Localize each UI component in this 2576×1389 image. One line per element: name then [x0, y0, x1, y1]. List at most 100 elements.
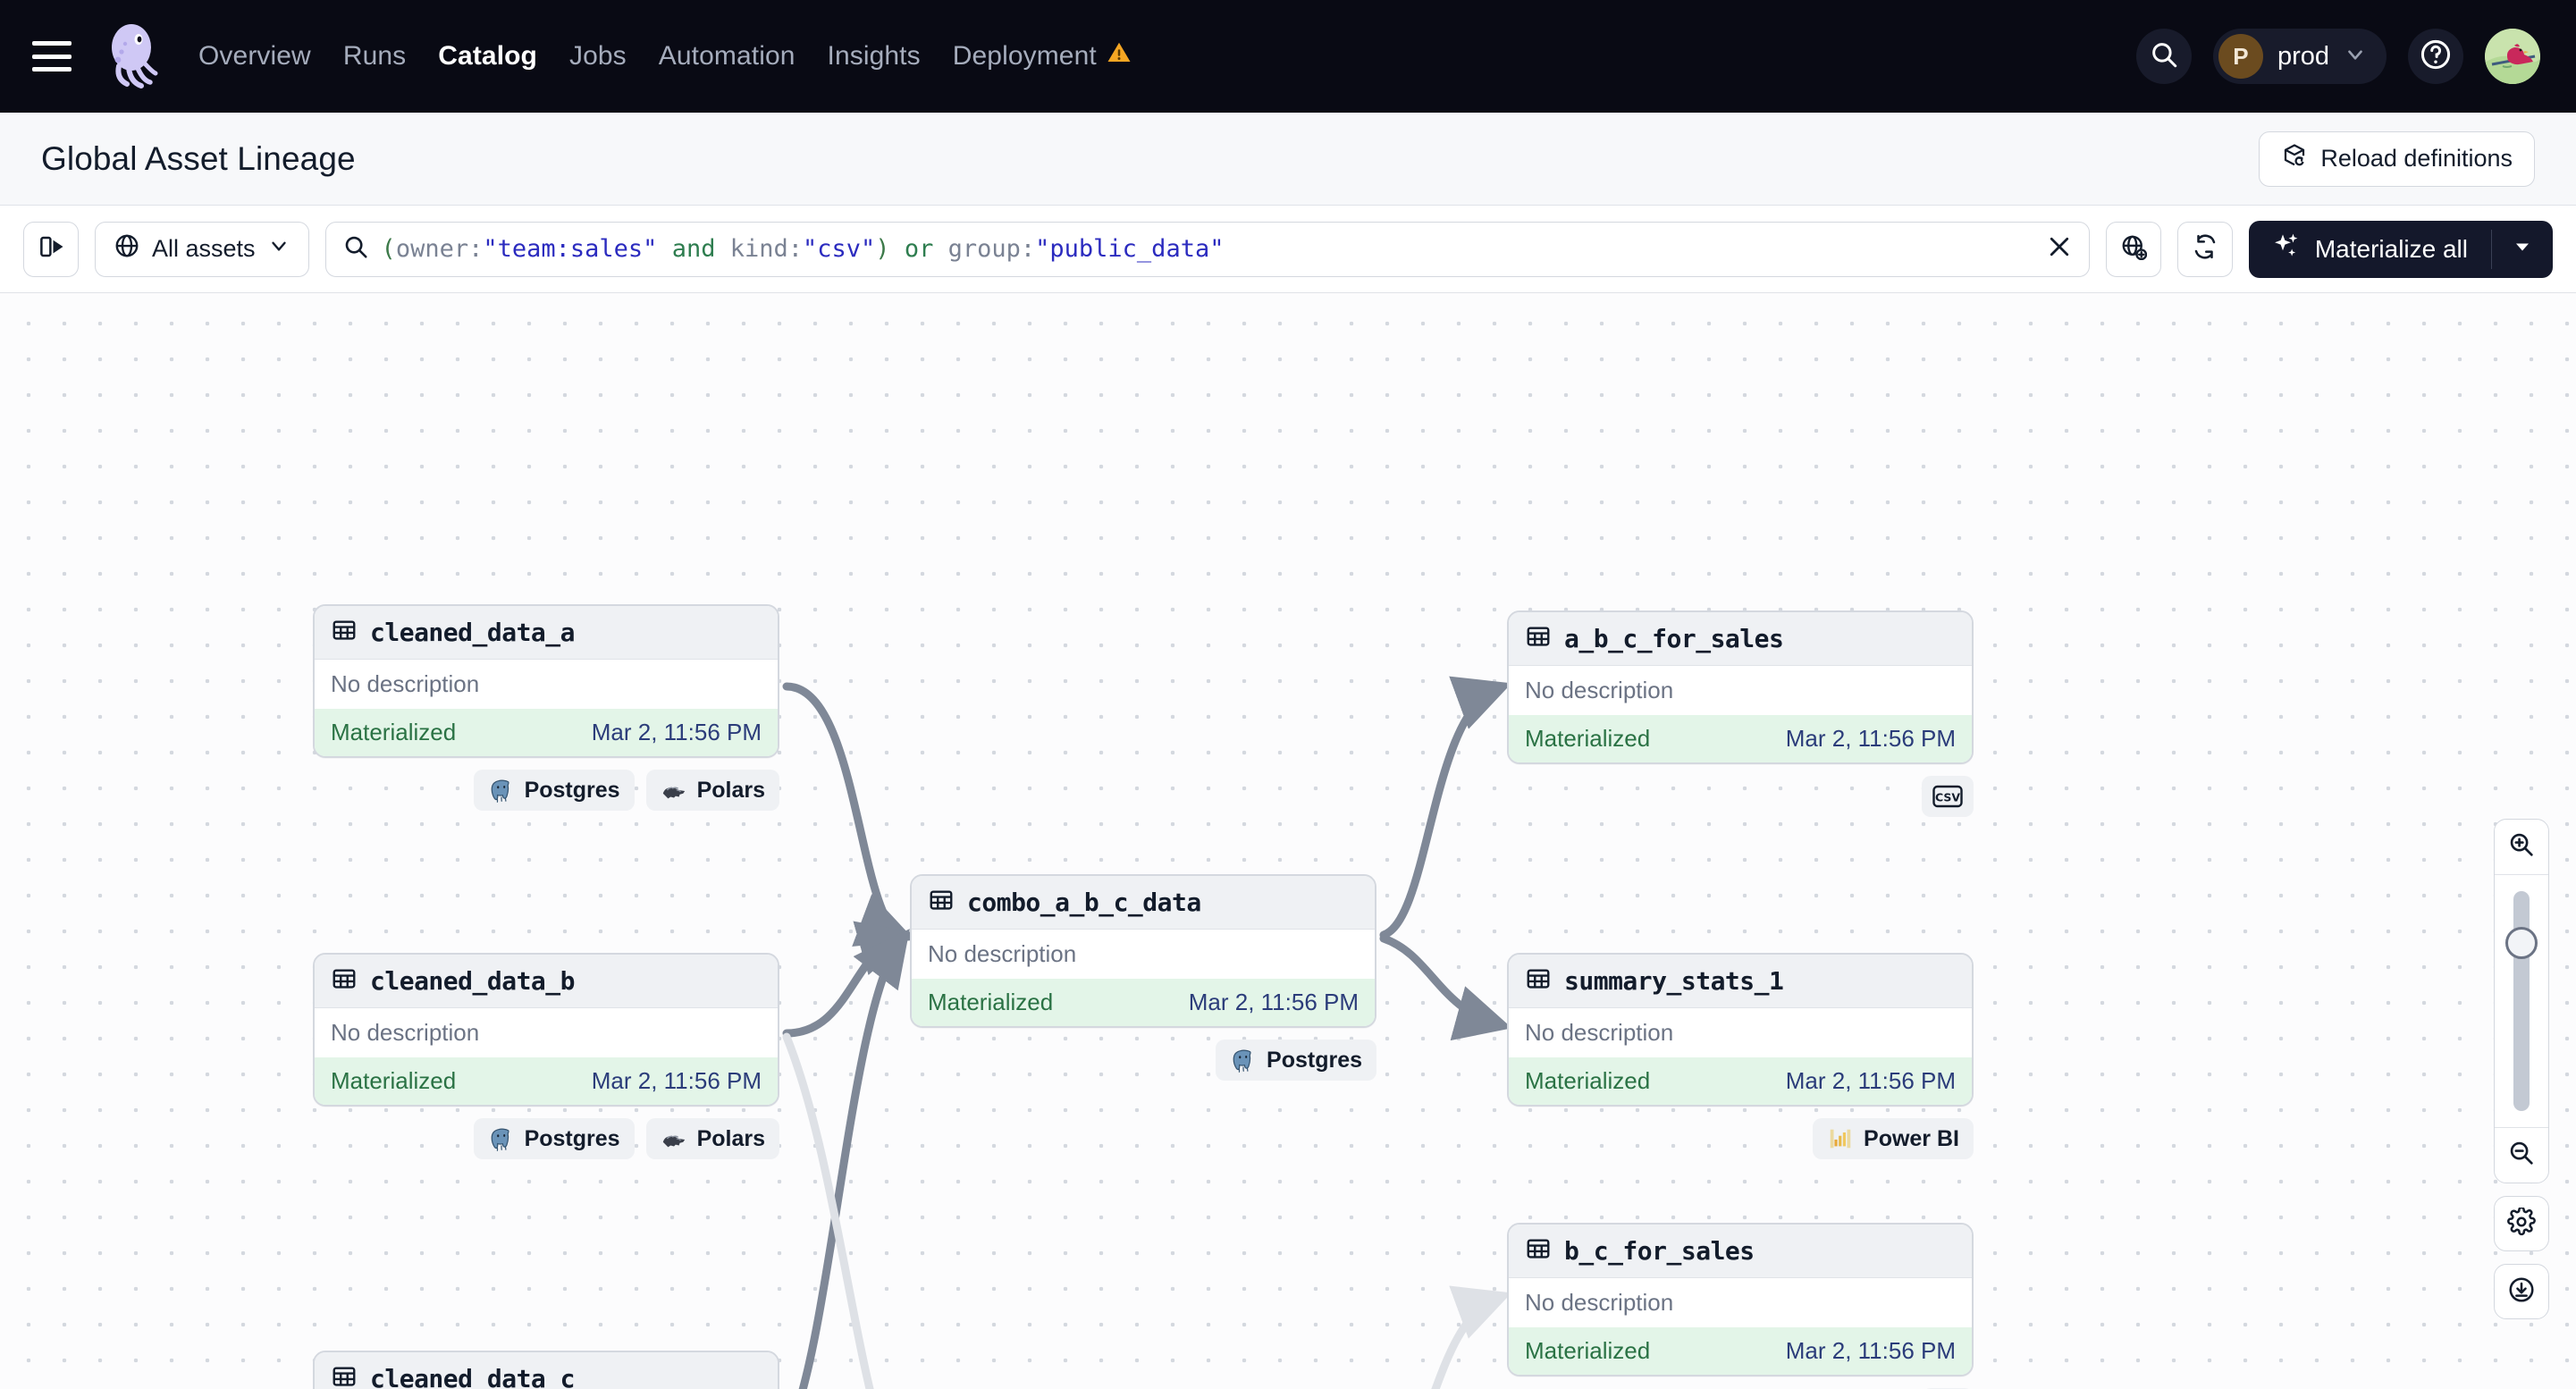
asset-filter-button[interactable]: All assets: [95, 221, 309, 277]
zoom-out-button[interactable]: [2495, 1127, 2548, 1183]
asset-search-input[interactable]: (owner:"team:sales" and kind:"csv") or g…: [382, 235, 1225, 263]
materialization-timestamp: Mar 2, 11:56 PM: [591, 1067, 762, 1094]
kind-tag-label: Postgres: [524, 777, 620, 803]
polars-icon: [661, 1127, 687, 1150]
dagster-logo-icon[interactable]: [95, 20, 168, 93]
status-badge: Materialized: [928, 989, 1054, 1015]
top-navigation-bar: Overview Runs Catalog Jobs Automation In…: [0, 0, 2576, 113]
kind-tag-label: Polars: [696, 1125, 765, 1151]
download-icon: [2507, 1275, 2536, 1309]
lineage-edges: [782, 676, 1512, 1389]
query-token: :: [1020, 235, 1036, 263]
nav-link-catalog[interactable]: Catalog: [438, 41, 537, 72]
asset-node-header: b_c_for_sales: [1509, 1225, 1972, 1278]
asset-node-title: a_b_c_for_sales: [1564, 624, 1784, 653]
nav-link-overview[interactable]: Overview: [198, 41, 311, 72]
reload-definitions-button[interactable]: Reload definitions: [2259, 130, 2535, 187]
asset-search-box[interactable]: (owner:"team:sales" and kind:"csv") or g…: [324, 221, 2090, 277]
asset-node[interactable]: cleaned_data_cNo descriptionMaterialized…: [313, 1351, 779, 1389]
refresh-button[interactable]: [2176, 221, 2233, 277]
global-search-button[interactable]: [2135, 29, 2192, 84]
hamburger-menu-icon[interactable]: [32, 41, 72, 72]
asset-node-description: No description: [1509, 1278, 1972, 1327]
zoom-in-button[interactable]: [2495, 820, 2548, 875]
postgres-icon: [1230, 1047, 1257, 1073]
asset-node-status[interactable]: Materialized Mar 2, 11:56 PM: [912, 979, 1375, 1026]
kind-tag-label: Power BI: [1864, 1125, 1959, 1151]
zoom-slider[interactable]: [2495, 875, 2548, 1127]
edge-a-to-combo-abc: [782, 682, 915, 947]
table-icon: [331, 1363, 358, 1389]
nav-link-deployment[interactable]: Deployment: [953, 39, 1132, 73]
nav-link-insights[interactable]: Insights: [828, 41, 921, 72]
materialization-timestamp: Mar 2, 11:56 PM: [1188, 989, 1359, 1015]
warning-triangle-icon: [1106, 39, 1132, 73]
query-token: "csv": [803, 235, 876, 263]
nav-label: Catalog: [438, 41, 537, 71]
nav-label: Insights: [827, 41, 921, 71]
kind-tag[interactable]: Power BI: [1813, 1118, 1974, 1159]
nav-link-jobs[interactable]: Jobs: [569, 41, 627, 72]
asset-node-description: No description: [1509, 666, 1972, 715]
reload-definitions-label: Reload definitions: [2320, 145, 2513, 172]
kind-tag-label: Polars: [696, 777, 765, 803]
search-icon: [342, 233, 369, 265]
query-token: "team:sales": [483, 235, 658, 263]
deployment-switcher[interactable]: P prod: [2212, 29, 2387, 84]
graph-settings-button[interactable]: [2494, 1196, 2549, 1251]
kind-tag-label: Postgres: [1267, 1047, 1362, 1073]
kind-tag[interactable]: Postgres: [473, 1118, 635, 1159]
globe-add-button[interactable]: [2105, 221, 2161, 277]
asset-node-description: No description: [315, 660, 778, 709]
materialize-dropdown-button[interactable]: [2492, 236, 2553, 262]
zoom-slider-track: [2513, 891, 2530, 1111]
asset-node-title: cleaned_data_b: [370, 966, 576, 996]
reload-definitions-icon: [2281, 142, 2308, 175]
materialize-all-button[interactable]: Materialize all: [2248, 220, 2553, 278]
query-token: owner: [395, 235, 469, 263]
nav-link-automation[interactable]: Automation: [659, 41, 796, 72]
asset-node-card[interactable]: cleaned_data_cNo descriptionMaterialized…: [313, 1351, 779, 1389]
status-badge: Materialized: [1525, 725, 1651, 752]
nav-label: Overview: [198, 41, 311, 71]
kind-tag[interactable]: Polars: [645, 770, 779, 811]
clear-search-icon[interactable]: [2035, 233, 2073, 265]
sidebar-toggle-button[interactable]: [23, 221, 79, 277]
kind-tag[interactable]: Polars: [645, 1118, 779, 1159]
nav-right-actions: P prod: [2135, 29, 2540, 84]
asset-node-header: cleaned_data_c: [315, 1352, 778, 1389]
zoom-slider-knob[interactable]: [2505, 927, 2538, 959]
kind-tag[interactable]: Postgres: [1216, 1040, 1376, 1081]
help-button[interactable]: [2408, 29, 2463, 84]
status-badge: Materialized: [1525, 1067, 1651, 1094]
polars-icon: [661, 779, 687, 802]
download-graph-button[interactable]: [2494, 1264, 2549, 1319]
kind-tag[interactable]: CSV: [1922, 776, 1974, 817]
user-avatar[interactable]: [2485, 29, 2540, 84]
sparkle-icon: [2272, 232, 2301, 266]
materialize-all-main[interactable]: Materialize all: [2249, 232, 2491, 266]
nav-link-runs[interactable]: Runs: [343, 41, 406, 72]
query-token: and: [657, 235, 730, 263]
kind-tag[interactable]: Postgres: [473, 770, 635, 811]
gear-icon: [2507, 1206, 2536, 1241]
asset-node-header: cleaned_data_b: [315, 955, 778, 1008]
